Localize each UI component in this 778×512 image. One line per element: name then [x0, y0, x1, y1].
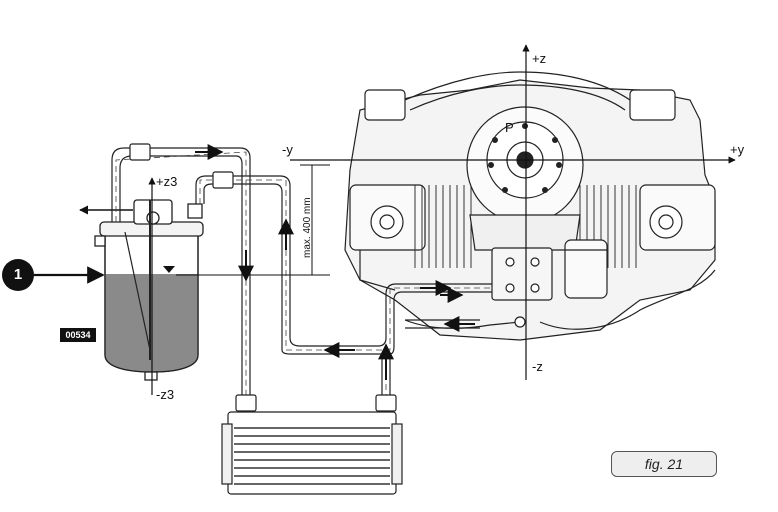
flow-arrows [195, 144, 475, 380]
figure-caption: fig. 21 [611, 451, 717, 477]
axis-label-minus-y: -y [282, 142, 293, 157]
engine [344, 71, 716, 341]
axis-label-plus-y: +y [730, 142, 745, 157]
axis-label-plus-z: +z [532, 51, 546, 66]
point-label-p: P [505, 120, 514, 135]
height-dimension [176, 164, 330, 276]
axis-label-minus-z: -z [532, 359, 543, 374]
coordinate-axes [290, 44, 736, 380]
axis-label-plus-z3: +z3 [156, 174, 177, 189]
dimension-label: max. 400 mm [302, 197, 313, 258]
axis-label-minus-z3: -z3 [156, 387, 174, 402]
pipe-fittings [129, 143, 397, 412]
part-number-tag: 00534 [60, 328, 96, 342]
oil-cooler [221, 411, 403, 495]
callout-1: 1 [2, 259, 34, 291]
oil-tank [94, 199, 204, 381]
oil-level-marker [163, 266, 175, 273]
